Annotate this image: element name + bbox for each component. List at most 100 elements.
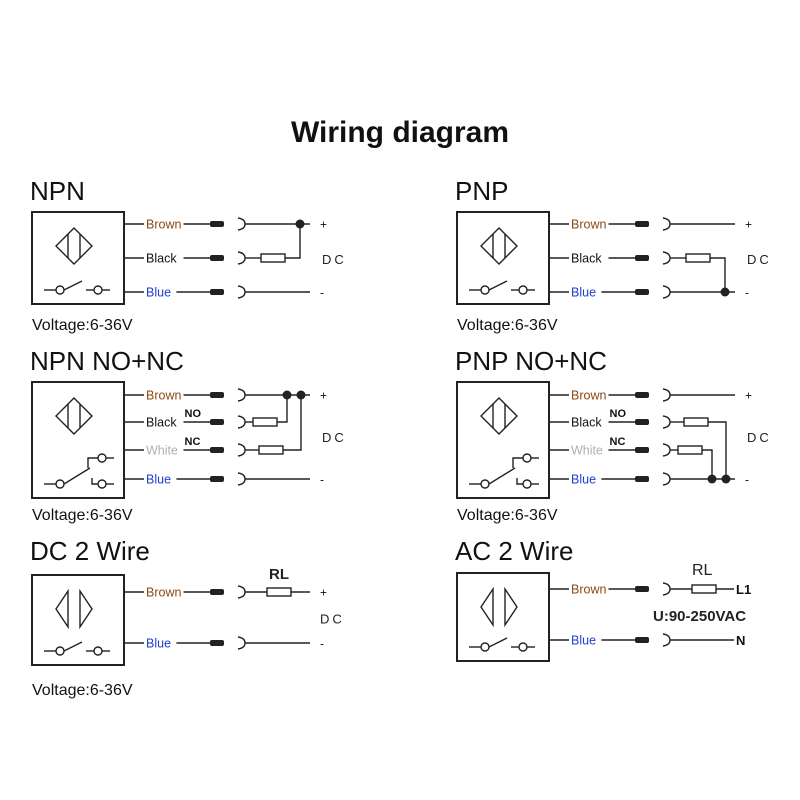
switch-blade bbox=[488, 467, 516, 485]
resistor-icon bbox=[258, 445, 284, 455]
resistor-icon bbox=[683, 417, 709, 427]
circuit-line bbox=[277, 395, 288, 423]
terminal-label: - bbox=[320, 473, 324, 487]
terminal-label: + bbox=[320, 586, 327, 600]
voltage-spec: Voltage:6-36V bbox=[457, 317, 558, 334]
panel-heading: DC 2 Wire bbox=[30, 536, 150, 566]
terminal-label: - bbox=[745, 473, 749, 487]
socket-icon bbox=[237, 388, 246, 402]
circuit-line bbox=[285, 224, 301, 259]
sensor-body bbox=[31, 381, 125, 499]
switch-contact-icon bbox=[55, 646, 65, 656]
resistor-icon bbox=[677, 445, 703, 455]
circuit-line bbox=[710, 257, 726, 292]
switch-contact-icon bbox=[55, 479, 65, 489]
wire-label: Brown bbox=[146, 218, 181, 232]
switch-contact-icon bbox=[97, 479, 107, 489]
plug-pin-icon bbox=[635, 221, 649, 227]
switch-blade bbox=[488, 280, 508, 291]
supply-label: DC bbox=[320, 612, 345, 627]
switch-blade bbox=[63, 641, 83, 652]
sensor-icon bbox=[480, 397, 518, 435]
wire-blue: Blue bbox=[549, 472, 671, 487]
load-label: RL bbox=[692, 562, 713, 579]
switch-contact-icon bbox=[522, 479, 532, 489]
wire-label: Black bbox=[571, 416, 602, 430]
junction-dot bbox=[707, 474, 717, 484]
sensor-body bbox=[31, 574, 125, 666]
socket-icon bbox=[237, 636, 246, 650]
supply-label: DC bbox=[747, 252, 772, 267]
socket-icon bbox=[237, 285, 246, 299]
switch-contact-icon bbox=[93, 285, 103, 295]
socket-icon bbox=[237, 443, 246, 457]
socket-icon bbox=[237, 415, 246, 429]
wire-brown: Brown bbox=[124, 217, 246, 232]
plug-pin-icon bbox=[635, 447, 649, 453]
diagram-title: Wiring diagram bbox=[290, 116, 510, 149]
wire-brown: Brown bbox=[549, 388, 671, 403]
voltage-spec: Voltage:6-36V bbox=[457, 507, 558, 524]
switch-contact-icon bbox=[55, 285, 65, 295]
switch-contact-icon bbox=[480, 642, 490, 652]
junction-dot bbox=[720, 287, 730, 297]
wire-brown: Brown bbox=[124, 388, 246, 403]
socket-icon bbox=[662, 251, 671, 265]
sensor-icon-right bbox=[504, 586, 518, 628]
plug-pin-icon bbox=[635, 255, 649, 261]
supply-label: DC bbox=[322, 252, 347, 267]
wire-label: Blue bbox=[146, 286, 171, 300]
sensor-body bbox=[456, 211, 550, 305]
wire-label: White bbox=[571, 444, 603, 458]
terminal-label: + bbox=[745, 389, 752, 403]
circuit-line bbox=[283, 395, 302, 451]
sensor-icon bbox=[55, 227, 93, 265]
terminal-label: - bbox=[745, 286, 749, 300]
contact-tag: NC bbox=[610, 436, 626, 448]
supply-label: U:90-250VAC bbox=[653, 608, 746, 625]
wire-label: Blue bbox=[571, 473, 596, 487]
wire-label: Blue bbox=[571, 634, 596, 648]
panel-heading: PNP NO+NC bbox=[455, 346, 607, 376]
wire-brown: Brown bbox=[549, 582, 671, 597]
sensor-body bbox=[456, 572, 550, 662]
socket-icon bbox=[662, 285, 671, 299]
switch-contact-icon bbox=[522, 453, 532, 463]
sensor-icon-right bbox=[79, 588, 93, 630]
socket-icon bbox=[662, 582, 671, 596]
panel-heading: PNP bbox=[455, 176, 508, 206]
wire-blue: Blue bbox=[549, 633, 671, 648]
load-label: RL bbox=[269, 566, 289, 583]
plug-pin-icon bbox=[210, 419, 224, 425]
switch-contact-icon bbox=[93, 646, 103, 656]
wire-label: Brown bbox=[571, 583, 606, 597]
contact-tag: NO bbox=[185, 408, 202, 420]
wire-label: White bbox=[146, 444, 178, 458]
plug-pin-icon bbox=[210, 640, 224, 646]
panel-heading: AC 2 Wire bbox=[455, 536, 573, 566]
voltage-spec: Voltage:6-36V bbox=[32, 507, 133, 524]
terminal-label: L1 bbox=[736, 582, 751, 597]
switch-blade bbox=[63, 280, 83, 291]
sensor-icon-left bbox=[55, 588, 69, 630]
terminal-label: + bbox=[745, 218, 752, 232]
resistor-icon bbox=[691, 584, 717, 594]
socket-icon bbox=[662, 217, 671, 231]
panel-heading: NPN NO+NC bbox=[30, 346, 184, 376]
sensor-icon-left bbox=[480, 586, 494, 628]
switch-contact-icon bbox=[97, 453, 107, 463]
switch-contact-icon bbox=[518, 285, 528, 295]
plug-pin-icon bbox=[635, 392, 649, 398]
switch-lead bbox=[516, 478, 523, 485]
wire-label: Brown bbox=[571, 389, 606, 403]
wire-label: Brown bbox=[571, 218, 606, 232]
circuit-line bbox=[708, 421, 727, 479]
wire-label: Blue bbox=[146, 473, 171, 487]
resistor-icon bbox=[685, 253, 711, 263]
sensor-icon bbox=[55, 397, 93, 435]
